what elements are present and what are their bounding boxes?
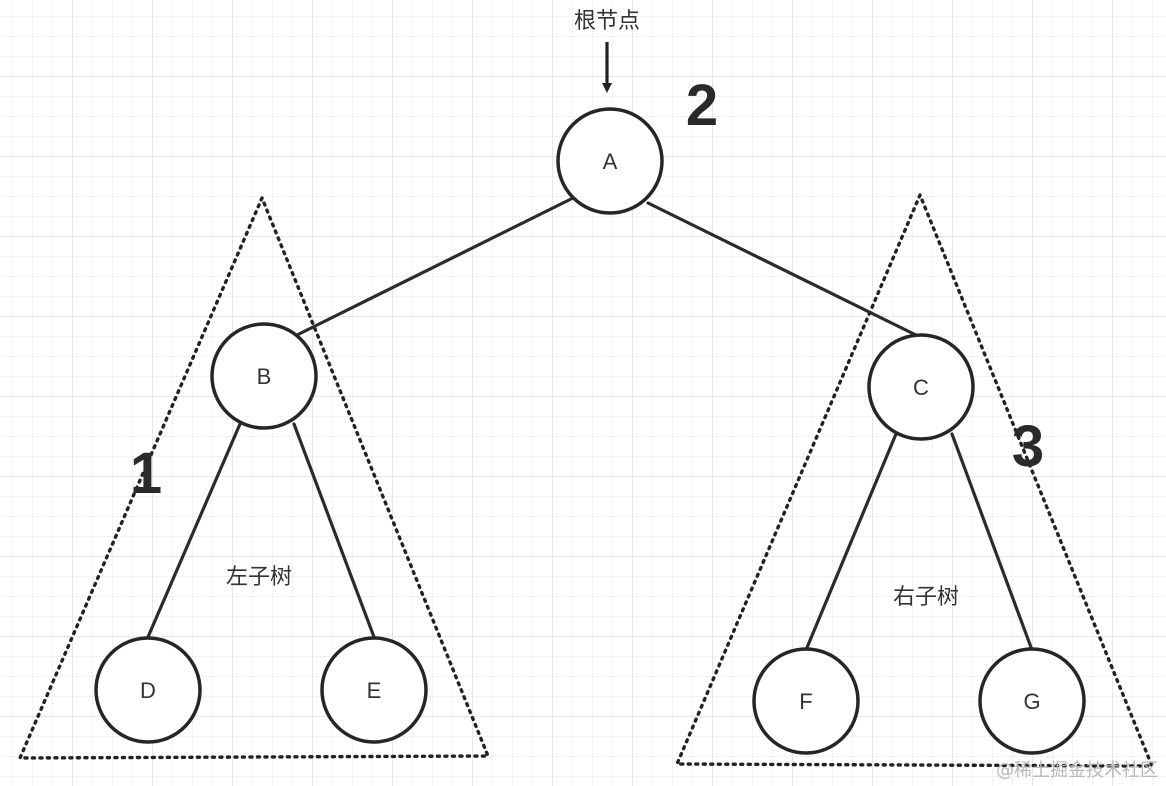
- node-a: A: [556, 107, 664, 215]
- node-c: C: [867, 333, 975, 441]
- node-d: D: [94, 636, 202, 744]
- node-e-label: E: [367, 678, 382, 703]
- root-number: 2: [686, 73, 718, 138]
- edge-c-f: [804, 432, 898, 652]
- node-f: F: [752, 647, 860, 755]
- edge-a-b: [295, 196, 575, 337]
- left-subtree-number: 1: [130, 441, 162, 506]
- edge-b-d: [146, 422, 242, 639]
- edge-c-g: [950, 432, 1034, 652]
- node-c-label: C: [913, 375, 929, 400]
- node-g-label: G: [1023, 689, 1040, 714]
- node-d-label: D: [140, 678, 156, 703]
- node-e: E: [320, 636, 428, 744]
- right-subtree-triangle: [675, 193, 1154, 768]
- node-b: B: [210, 322, 318, 430]
- edge-a-c: [646, 201, 924, 340]
- right-subtree-number: 3: [1012, 414, 1044, 479]
- left-subtree-triangle: [18, 196, 490, 760]
- right-subtree-caption: 右子树: [893, 585, 959, 610]
- node-f-label: F: [799, 689, 812, 714]
- left-subtree-caption: 左子树: [226, 565, 292, 590]
- watermark: @稀土掘金技术社区: [996, 760, 1158, 781]
- root-label: 根节点: [574, 9, 640, 34]
- edge-b-e: [292, 422, 376, 639]
- node-a-label: A: [603, 149, 618, 174]
- node-b-label: B: [257, 364, 272, 389]
- node-g: G: [978, 647, 1086, 755]
